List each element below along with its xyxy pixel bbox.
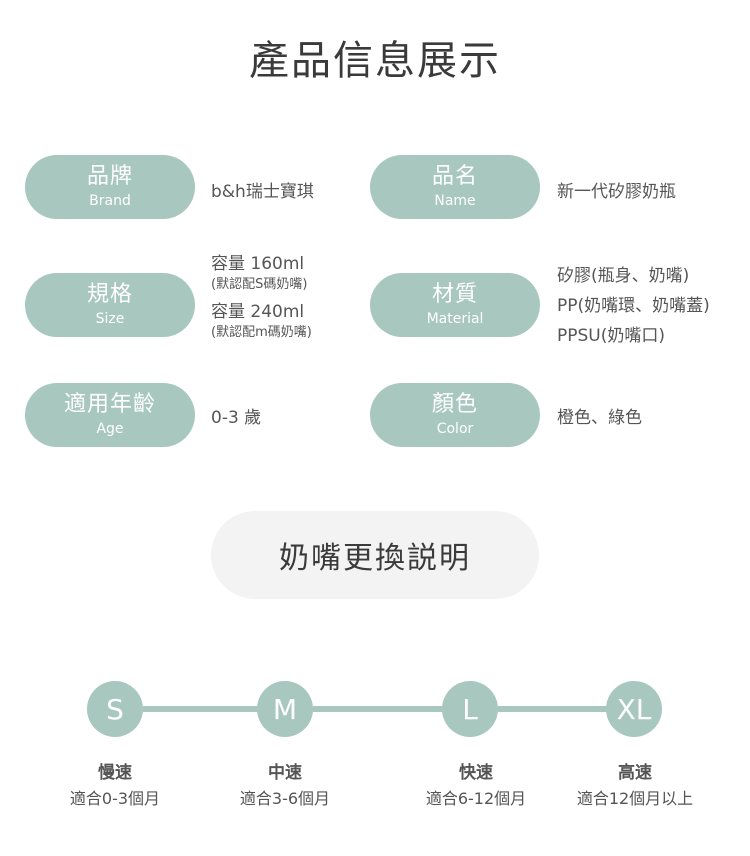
connector-m-l — [313, 706, 443, 712]
nipple-speed-l: 快速 — [459, 763, 493, 783]
size-label-pill: 規格 Size — [25, 273, 195, 337]
color-value: 橙色、綠色 — [557, 408, 642, 428]
nipple-age-l: 適合6-12個月 — [425, 789, 527, 808]
material-line-2: PP(奶嘴環、奶嘴蓋) — [557, 296, 710, 316]
size-line-1-note: (默認配S碼奶嘴) — [211, 277, 308, 292]
name-label-en: Name — [434, 193, 476, 209]
nipple-section-title: 奶嘴更換説明 — [211, 511, 539, 599]
size-line-1: 容量 160ml — [211, 254, 305, 274]
name-label-zh: 品名 — [431, 164, 478, 189]
brand-value: b&h瑞士寶琪 — [211, 182, 314, 202]
brand-label-pill: 品牌 Brand — [25, 155, 195, 219]
color-label-en: Color — [436, 421, 474, 437]
nipple-size-s: S — [87, 681, 143, 737]
material-label-zh: 材質 — [431, 282, 478, 307]
page-title: 產品信息展示 — [249, 38, 501, 84]
material-label-en: Material — [426, 311, 484, 327]
nipple-size-xl: XL — [606, 681, 662, 737]
nipple-speed-s: 慢速 — [98, 763, 132, 783]
material-label-pill: 材質 Material — [370, 273, 540, 337]
brand-label-zh: 品牌 — [86, 164, 133, 189]
color-label-pill: 顏色 Color — [370, 383, 540, 447]
age-value: 0-3 歲 — [211, 408, 262, 428]
nipple-size-m: M — [257, 681, 313, 737]
age-label-en: Age — [96, 421, 124, 437]
nipple-age-m: 適合3-6個月 — [239, 789, 331, 808]
brand-label-en: Brand — [89, 193, 131, 209]
nipple-age-xl: 適合12個月以上 — [576, 789, 694, 808]
name-value: 新一代矽膠奶瓶 — [557, 182, 676, 202]
nipple-speed-xl: 高速 — [618, 763, 652, 783]
size-value: 容量 160ml (默認配S碼奶嘴) 容量 240ml (默認配m碼奶嘴) — [211, 252, 312, 342]
age-label-pill: 適用年齡 Age — [25, 383, 195, 447]
size-line-2: 容量 240ml — [211, 302, 305, 322]
size-label-en: Size — [95, 311, 125, 327]
nipple-speed-m: 中速 — [268, 763, 302, 783]
nipple-size-l: L — [442, 681, 498, 737]
material-value: 矽膠(瓶身、奶嘴) PP(奶嘴環、奶嘴蓋) PPSU(奶嘴口) — [557, 261, 710, 351]
name-label-pill: 品名 Name — [370, 155, 540, 219]
connector-s-m — [143, 706, 258, 712]
size-label-zh: 規格 — [86, 282, 133, 307]
color-label-zh: 顏色 — [431, 392, 478, 417]
material-line-1: 矽膠(瓶身、奶嘴) — [557, 266, 690, 286]
nipple-age-s: 適合0-3個月 — [69, 789, 161, 808]
connector-l-xl — [498, 706, 607, 712]
size-line-2-note: (默認配m碼奶嘴) — [211, 325, 312, 340]
material-line-3: PPSU(奶嘴口) — [557, 326, 666, 346]
age-label-zh: 適用年齡 — [63, 392, 156, 417]
